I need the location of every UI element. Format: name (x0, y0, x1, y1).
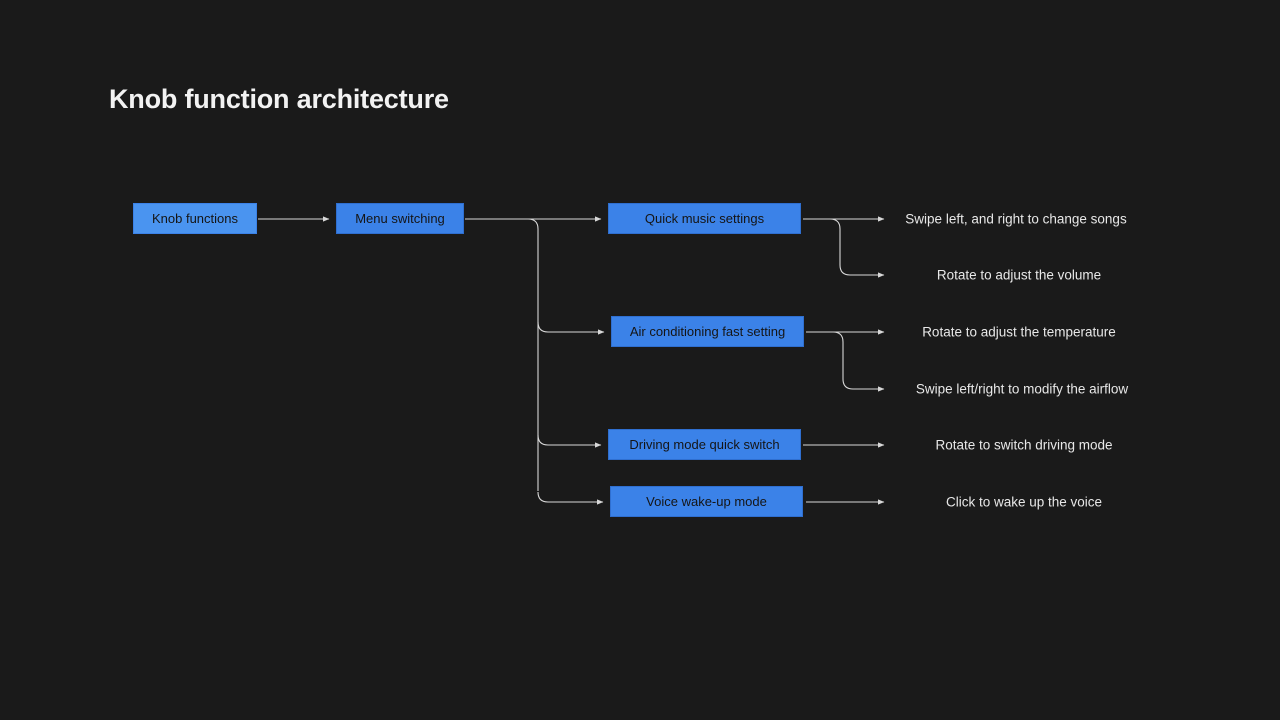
node-menu-switching[interactable]: Menu switching (336, 203, 464, 234)
node-label: Menu switching (355, 211, 445, 226)
node-knob-functions[interactable]: Knob functions (133, 203, 257, 234)
leaf-label-adjust-volume: Rotate to adjust the volume (936, 267, 1102, 283)
node-label: Driving mode quick switch (629, 437, 780, 452)
node-label: Voice wake-up mode (646, 494, 767, 509)
leaf-label-change-songs: Swipe left, and right to change songs (905, 211, 1127, 227)
page-title: Knob function architecture (109, 84, 449, 114)
leaf-label-adjust-temperature: Rotate to adjust the temperature (922, 324, 1116, 340)
node-driving-mode-quick-switch[interactable]: Driving mode quick switch (608, 429, 801, 460)
edge-aircon-to-airflow (832, 331, 885, 392)
edge-music-to-volume (829, 218, 885, 278)
node-quick-music-settings[interactable]: Quick music settings (608, 203, 801, 234)
edge-menu-to-aircon (537, 321, 605, 335)
node-label: Knob functions (151, 211, 238, 226)
edge-trunk (510, 218, 539, 491)
leaf-label-switch-driving-mode: Rotate to switch driving mode (935, 437, 1113, 453)
edge-menu-to-voice (537, 491, 604, 505)
leaf-label-modify-airflow: Swipe left/right to modify the airflow (915, 381, 1129, 397)
node-voice-wake-up-mode[interactable]: Voice wake-up mode (610, 486, 803, 517)
node-air-conditioning-fast-setting[interactable]: Air conditioning fast setting (611, 316, 804, 347)
edge-menu-to-driving (537, 434, 602, 448)
node-label: Air conditioning fast setting (629, 324, 786, 339)
leaf-label-wake-up-voice: Click to wake up the voice (945, 494, 1103, 510)
node-label: Quick music settings (644, 211, 765, 226)
